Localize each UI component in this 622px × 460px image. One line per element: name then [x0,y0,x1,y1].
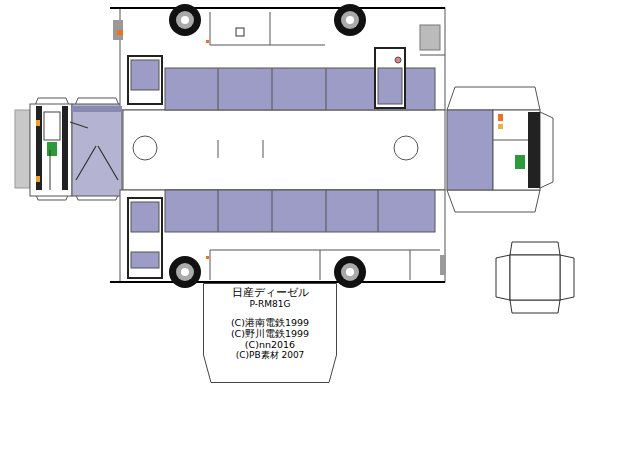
copyright-note: (C)港南電鉄1999 [203,318,337,328]
copyright-note: (C)野川電鉄1999 [203,329,337,339]
model-label: P-RM81G [203,300,337,309]
model-label: 日産ディーゼル [203,287,337,299]
tab-panel: 日産ディーゼルP-RM81G (C)港南電鉄1999(C)野川電鉄1999(C)n… [203,283,337,383]
copyright-note: (C)PB素材 2007 [203,351,337,360]
copyright-note: (C)nn2016 [203,340,337,350]
